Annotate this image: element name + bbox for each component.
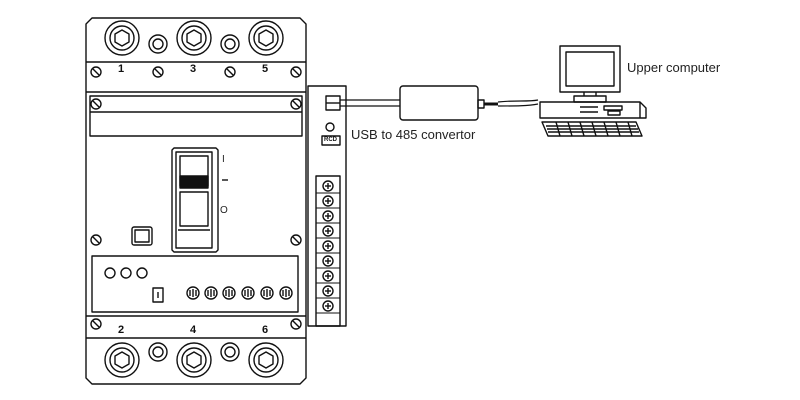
rs485-cable	[340, 99, 400, 107]
rcd-module	[307, 85, 347, 327]
top-terminal-screw-3	[176, 20, 212, 56]
terminal-label-2: 2	[118, 324, 125, 336]
top-terminal-block	[86, 61, 306, 93]
computer-label: Upper computer	[627, 60, 721, 75]
terminal-label-4: 4	[190, 324, 197, 336]
keyboard	[541, 121, 643, 137]
terminal-label-3: 3	[190, 63, 197, 75]
bottom-terminal-screw-2	[104, 342, 140, 378]
rcd-terminal-screws	[322, 180, 334, 312]
bottom-terminal-screw-6	[248, 342, 284, 378]
circuit-breaker	[85, 17, 307, 385]
cover-plate	[89, 95, 303, 137]
top-small-screws	[90, 66, 302, 78]
control-panel	[91, 255, 299, 313]
usb-cable	[497, 99, 539, 107]
system-unit	[539, 101, 647, 119]
terminal-label-1: 1	[118, 63, 125, 75]
mid-screws	[90, 234, 302, 246]
usb-485-converter	[399, 85, 498, 121]
upper-computer	[539, 45, 647, 137]
rcd-terminal-dividers	[316, 192, 340, 314]
top-terminal-screw-1	[104, 20, 140, 56]
bottom-terminal-screw-4	[176, 342, 212, 378]
top-terminal-screw-5	[248, 20, 284, 56]
terminal-label-6: 6	[262, 324, 269, 336]
monitor	[559, 45, 621, 103]
handle-off-mark: O	[220, 205, 228, 216]
handle-on-mark: I	[222, 154, 225, 165]
test-button	[131, 226, 153, 246]
top-washers	[148, 34, 240, 54]
converter-label: USB to 485 convertor	[351, 127, 476, 142]
rcd-badge: RCD	[324, 137, 337, 143]
breaker-handle	[171, 147, 219, 253]
terminal-label-5: 5	[262, 63, 269, 75]
bottom-terminal-block	[86, 315, 306, 362]
